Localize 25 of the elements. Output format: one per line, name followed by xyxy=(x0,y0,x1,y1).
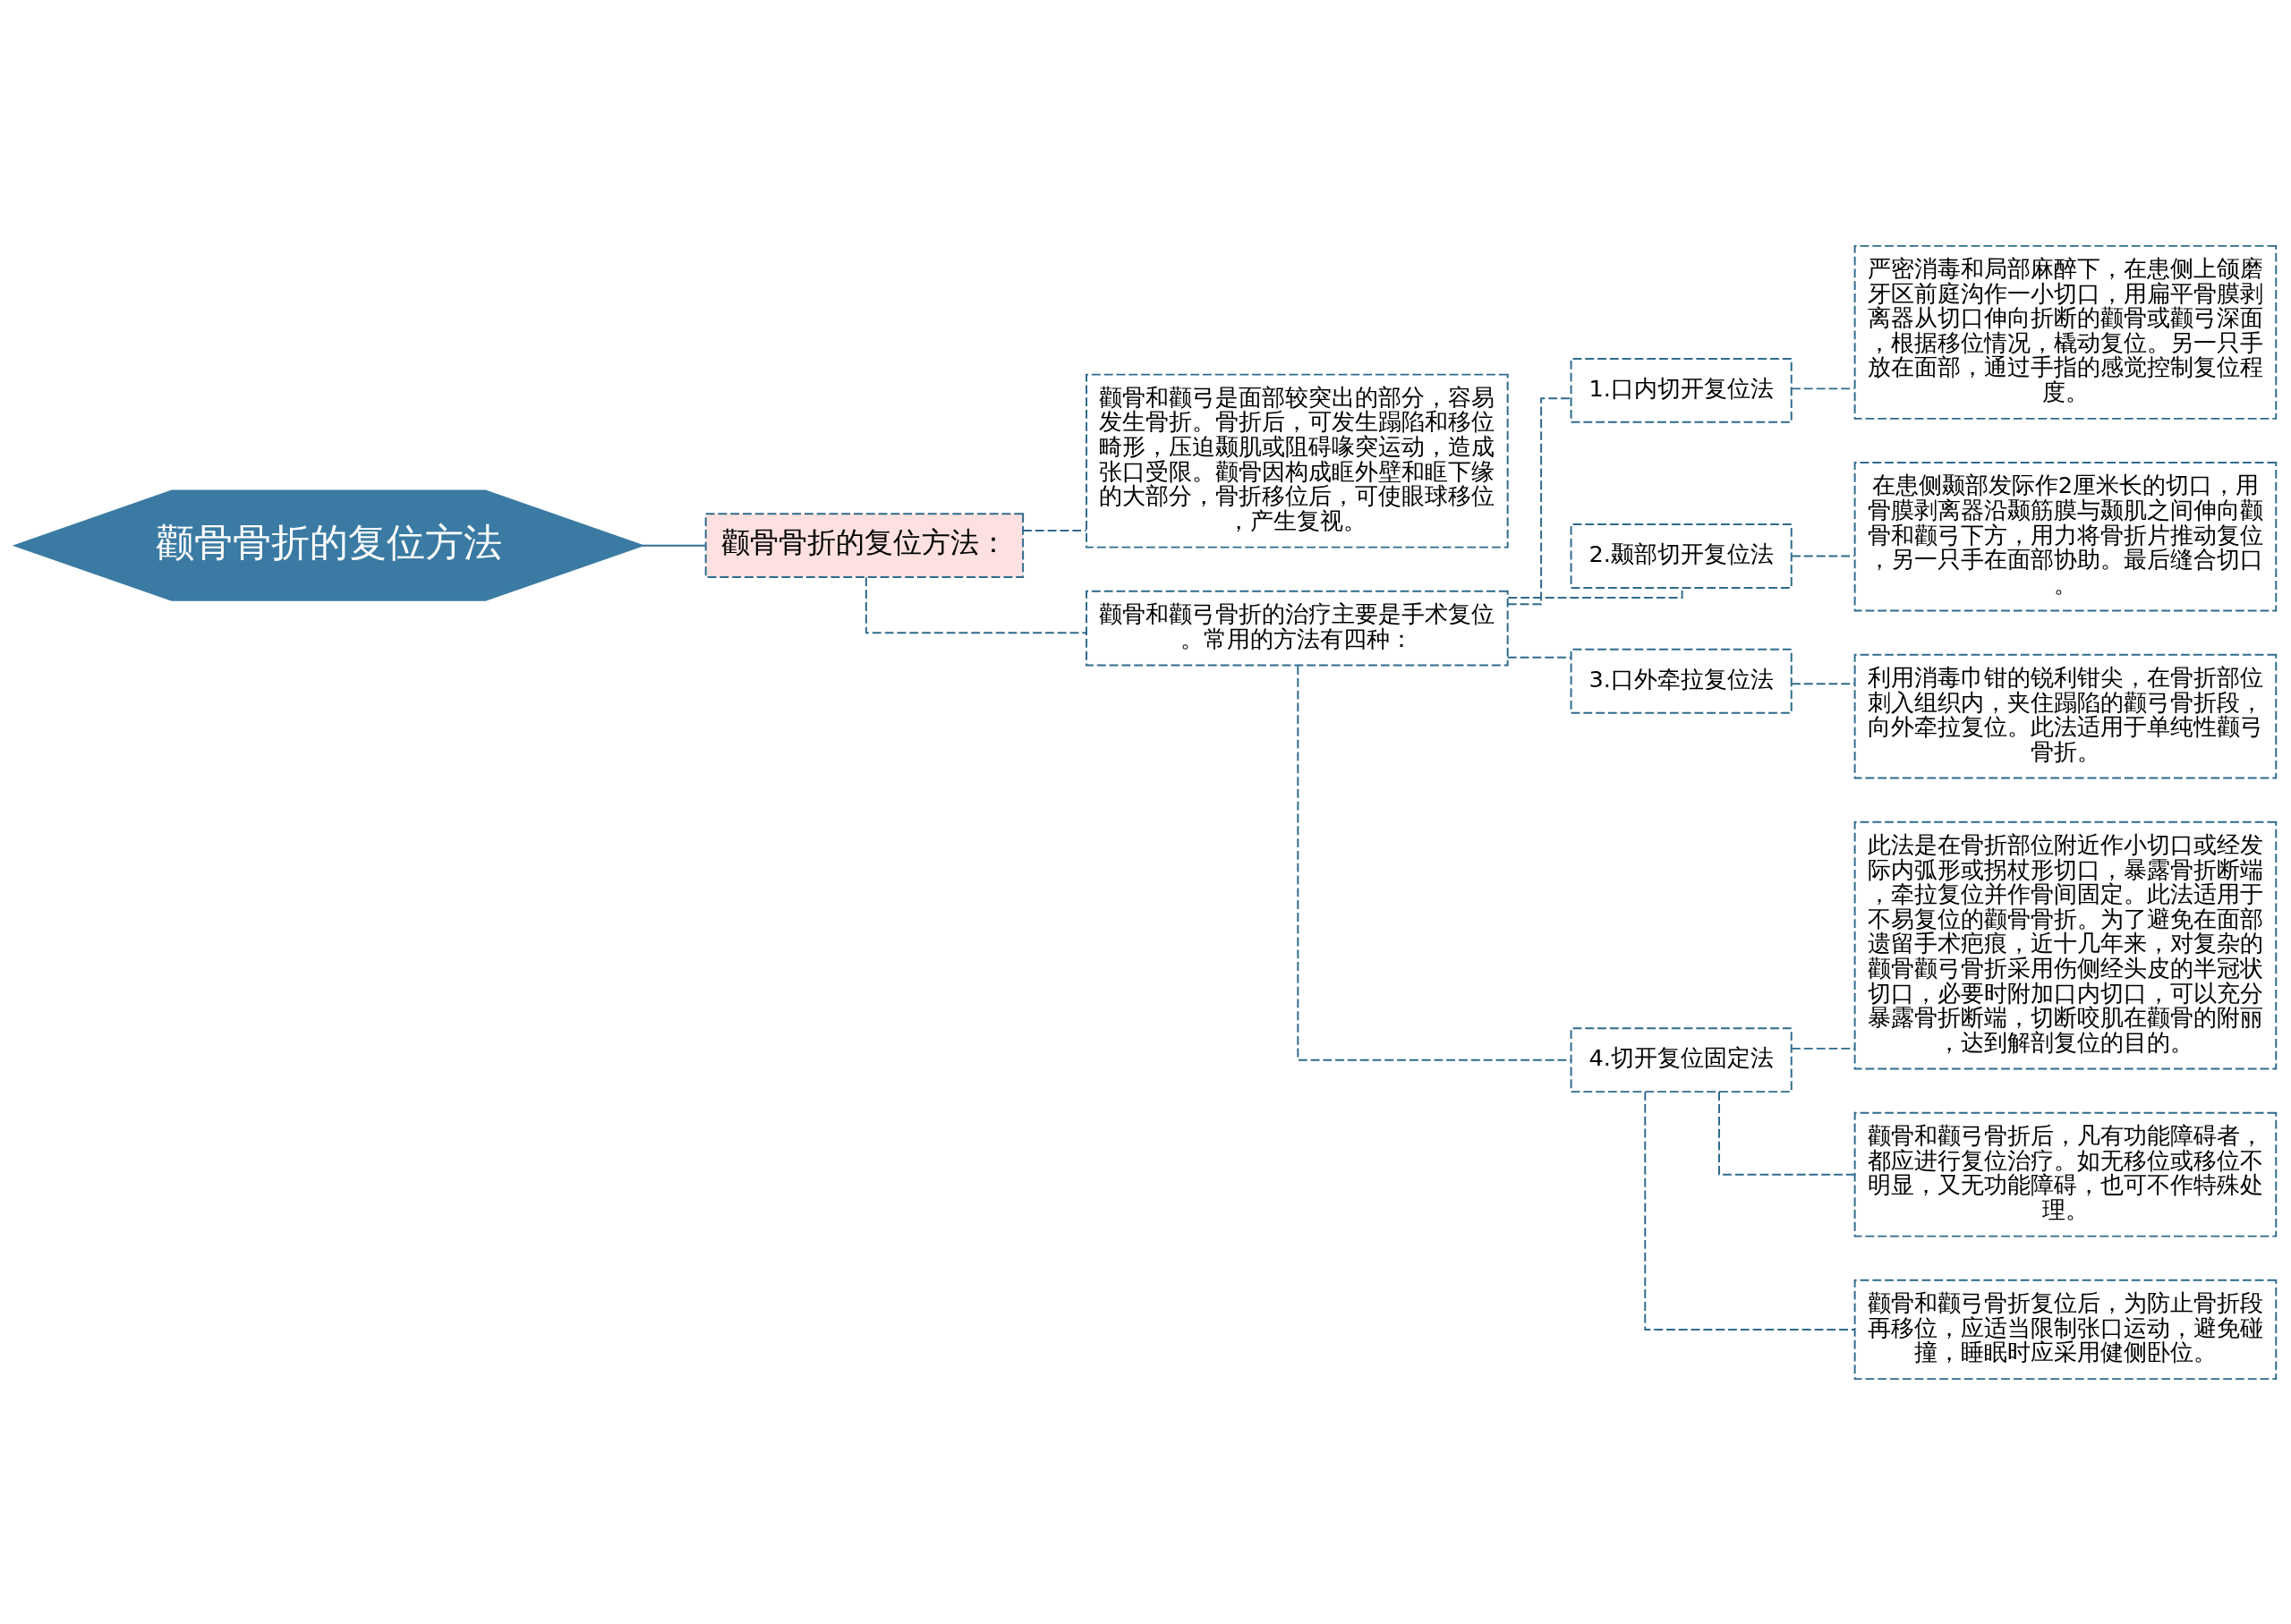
node-box: 颧骨和颧弓骨折后，凡有功能障碍者，都应进行复位治疗。如无移位或移位不明显，又无功能障碍，也可不作特殊处理。 xyxy=(1853,1111,2278,1237)
connector xyxy=(1791,555,1855,557)
node-box: 颧骨和颧弓骨折复位后，为防止骨折段再移位，应适当限制张口运动，避免碰撞，睡眠时应采用健侧卧位。 xyxy=(1853,1279,2278,1380)
connector xyxy=(1791,682,1855,684)
connector xyxy=(1791,1047,1855,1050)
connector xyxy=(1791,387,1855,389)
node-box: 颧骨和颧弓骨折的治疗主要是手术复位。常用的方法有四种： xyxy=(1086,590,1509,667)
node-box: 颧骨和颧弓是面部较突出的部分，容易发生骨折。骨折后，可发生蹋陷和移位畸形，压迫颞肌或阻碍喙突运动，造成张口受限。颧骨因构成眶外壁和眶下缘的大部分，骨折移位后，可使眼球移位，产生复视。 xyxy=(1086,373,1509,548)
node-box: 利用消毒巾钳的锐利钳尖，在骨折部位刺入组织内，夹住蹋陷的颧弓骨折段，向外牵拉复位。此法适用于单纯性颧弓骨折。 xyxy=(1853,653,2278,779)
node-box: 此法是在骨折部位附近作小切口或经发际内弧形或拐杖形切口，暴露骨折断端，牵拉复位并作骨间固定。此法适用于不易复位的颧骨骨折。为了避免在面部遗留手术疤痕，近十几年来，对复杂的颧骨颧弓骨折采用伤侧经头皮的半冠状切口，必要时附加口内切口，可以充分暴露骨折断端，切断咬肌在颧骨的附丽，达到解剖复位的目的。 xyxy=(1853,821,2278,1069)
connector xyxy=(864,575,1087,633)
connector xyxy=(1506,396,1572,605)
node-box: 在患侧颞部发际作2厘米长的切口，用骨膜剥离器沿颞筋膜与颞肌之间伸向颧骨和颧弓下方，用力将骨折片推动复位，另一只手在面部协助。最后缝合切口。 xyxy=(1853,461,2278,611)
node-box: 2.颞部切开复位法 xyxy=(1570,523,1793,589)
connector xyxy=(1506,656,1572,659)
connector xyxy=(1644,1090,1856,1331)
connector xyxy=(1297,664,1572,1061)
node-box: 颧骨骨折的复位方法： xyxy=(704,512,1025,578)
connector xyxy=(642,544,707,547)
node-box: 3.口外牵拉复位法 xyxy=(1570,648,1793,714)
connector xyxy=(1718,1090,1856,1176)
node-box: 1.口内切开复位法 xyxy=(1570,357,1793,423)
node-box: 4.切开复位固定法 xyxy=(1570,1026,1793,1093)
connector xyxy=(1022,529,1087,531)
node-box: 严密消毒和局部麻醉下，在患侧上颌磨牙区前庭沟作一小切口，用扁平骨膜剥离器从切口伸向折断的颧骨或颧弓深面，根据移位情况，橇动复位。另一只手放在面部，通过手指的感觉控制复位程度。 xyxy=(1853,244,2278,420)
